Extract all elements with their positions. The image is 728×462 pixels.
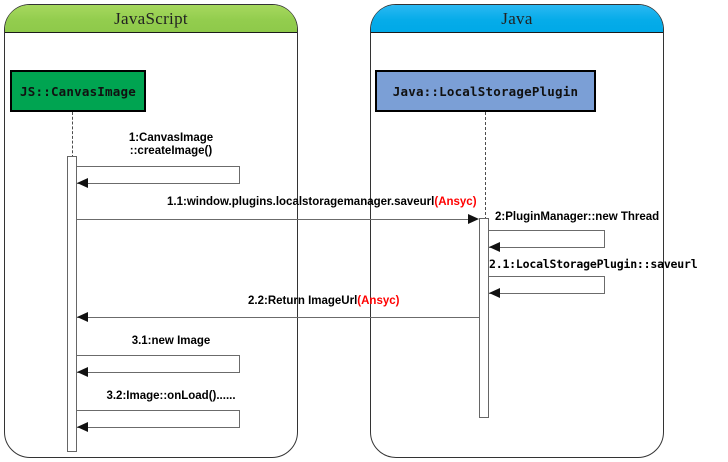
lane-title-java: Java	[501, 9, 533, 28]
message-3-1-out	[77, 355, 240, 356]
message-3-2-return	[77, 427, 240, 428]
message-2-1-return	[489, 293, 605, 294]
message-3-2-out	[77, 410, 240, 411]
participant-label-java-localstorageplugin: Java::LocalStoragePlugin	[392, 83, 579, 99]
message-3-1-arrowhead	[77, 367, 88, 377]
message-2-out	[489, 230, 605, 231]
message-3-2-turn	[239, 410, 240, 427]
message-label-3-2-text: 3.2:Image::onLoad()......	[106, 390, 236, 402]
activation-bar-js-canvasimage	[67, 156, 77, 452]
message-1-turn	[239, 166, 240, 183]
message-label-2-2: 2.2:Return ImageUrl(Ansyc)	[248, 295, 399, 308]
message-label-1-1-async: (Ansyc)	[434, 196, 477, 208]
message-2-2-arrowhead	[77, 312, 88, 322]
message-label-1-line1: 1:CanvasImage	[128, 132, 214, 144]
message-label-3-1-text: 3.1:new Image	[131, 335, 211, 347]
message-label-1-1: 1.1:window.plugins.localstoragemanager.s…	[167, 196, 477, 209]
participant-label-js-canvasimage: JS::CanvasImage	[20, 83, 136, 99]
message-label-3-2: 3.2:Image::onLoad()......	[86, 390, 256, 403]
message-label-2: 2:PluginManager::new Thread	[495, 211, 659, 224]
message-2-arrowhead	[489, 242, 500, 252]
message-2-turn	[604, 230, 605, 247]
message-label-2-2-async: (Ansyc)	[357, 295, 400, 307]
message-1-arrowhead	[77, 178, 88, 188]
message-2-1-arrowhead	[489, 288, 500, 298]
message-1-1-line	[77, 219, 469, 220]
message-label-2-1-text: 2.1:LocalStoragePlugin::saveurl	[489, 257, 698, 271]
lane-header-javascript: JavaScript	[5, 5, 297, 33]
message-label-2-2-text: 2.2:Return ImageUrl	[248, 295, 358, 307]
lifeline-js-canvasimage	[72, 112, 73, 158]
participant-box-js-canvasimage[interactable]: JS::CanvasImage	[10, 70, 146, 112]
message-1-out	[77, 166, 240, 167]
message-3-1-return	[77, 372, 240, 373]
message-3-1-turn	[239, 355, 240, 372]
message-3-2-arrowhead	[77, 422, 88, 432]
participant-box-java-localstorageplugin[interactable]: Java::LocalStoragePlugin	[375, 70, 596, 112]
message-label-2-1: 2.1:LocalStoragePlugin::saveurl	[489, 257, 698, 271]
lifeline-java-localstorageplugin	[485, 112, 486, 220]
message-label-1-line2: ::createImage()	[129, 145, 213, 157]
message-2-return	[489, 247, 605, 248]
message-1-1-arrowhead	[468, 214, 479, 224]
message-1-return	[77, 183, 240, 184]
message-label-2-text: 2:PluginManager::new Thread	[495, 211, 660, 223]
message-2-1-out	[489, 276, 605, 277]
activation-bar-java-localstorageplugin	[479, 218, 489, 418]
message-2-2-line	[77, 317, 479, 318]
lane-title-javascript: JavaScript	[114, 9, 188, 28]
message-label-3-1: 3.1:new Image	[86, 335, 256, 348]
message-2-1-turn	[604, 276, 605, 293]
message-label-1-1-text: 1.1:window.plugins.localstoragemanager.s…	[167, 196, 435, 208]
lane-header-java: Java	[371, 5, 663, 33]
message-label-1: 1:CanvasImage ::createImage()	[86, 132, 256, 158]
